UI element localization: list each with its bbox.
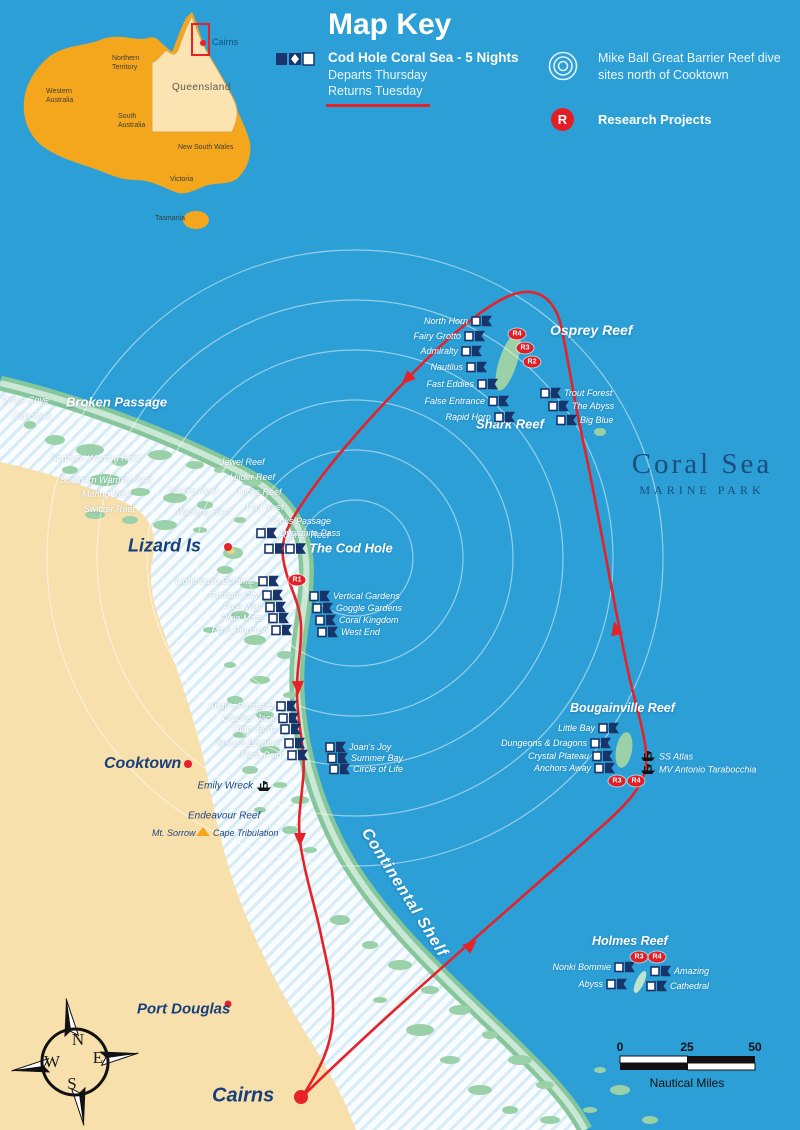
trip-name: Cod Hole Coral Sea - 5 Nights [328, 50, 519, 65]
inset-state-queensland: Queensland [172, 82, 231, 93]
compass-w: W [43, 1052, 61, 1071]
trip-returns: Returns Tuesday [328, 84, 423, 98]
tasmania [183, 211, 209, 229]
australia-inset [23, 12, 251, 229]
compass-rose [11, 998, 139, 1126]
queensland-coast [0, 462, 356, 1130]
research-badge-icon: R [551, 108, 574, 131]
dive-rings-icon [548, 51, 578, 81]
scale-tick-25: 25 [680, 1040, 694, 1054]
inset-highlight-box [191, 23, 210, 56]
trip-route-icon [276, 52, 315, 66]
queensland-state [151, 14, 238, 133]
scale-tick-50: 50 [748, 1040, 762, 1054]
inset-city-cairns: Cairns [212, 37, 239, 47]
trip-departs: Departs Thursday [328, 68, 428, 82]
compass-n: N [71, 1030, 85, 1049]
compass-s: S [67, 1074, 77, 1093]
inset-cairns-dot [200, 40, 206, 46]
coral-sea-title: Coral Sea [631, 448, 773, 480]
scale-caption: Nautical Miles [649, 1076, 725, 1090]
scale-tick-0: 0 [616, 1040, 624, 1054]
lizard-island [227, 548, 235, 554]
mountain-icon [196, 827, 210, 836]
compass-e: E [92, 1048, 104, 1067]
research-legend: Research Projects [598, 112, 712, 127]
scale-bar [619, 1055, 756, 1071]
dive-sites-legend: Mike Ball Great Barrier Reef dive sites … [598, 51, 781, 82]
key-underline [326, 104, 430, 107]
coral-sea-marine-park-label: Coral Sea MARINE PARK [612, 448, 792, 498]
range-rings [46, 249, 664, 867]
route-arrows [291, 370, 623, 954]
marine-park-subtitle: MARINE PARK [639, 483, 765, 497]
map-key-title: Map Key [328, 8, 452, 41]
